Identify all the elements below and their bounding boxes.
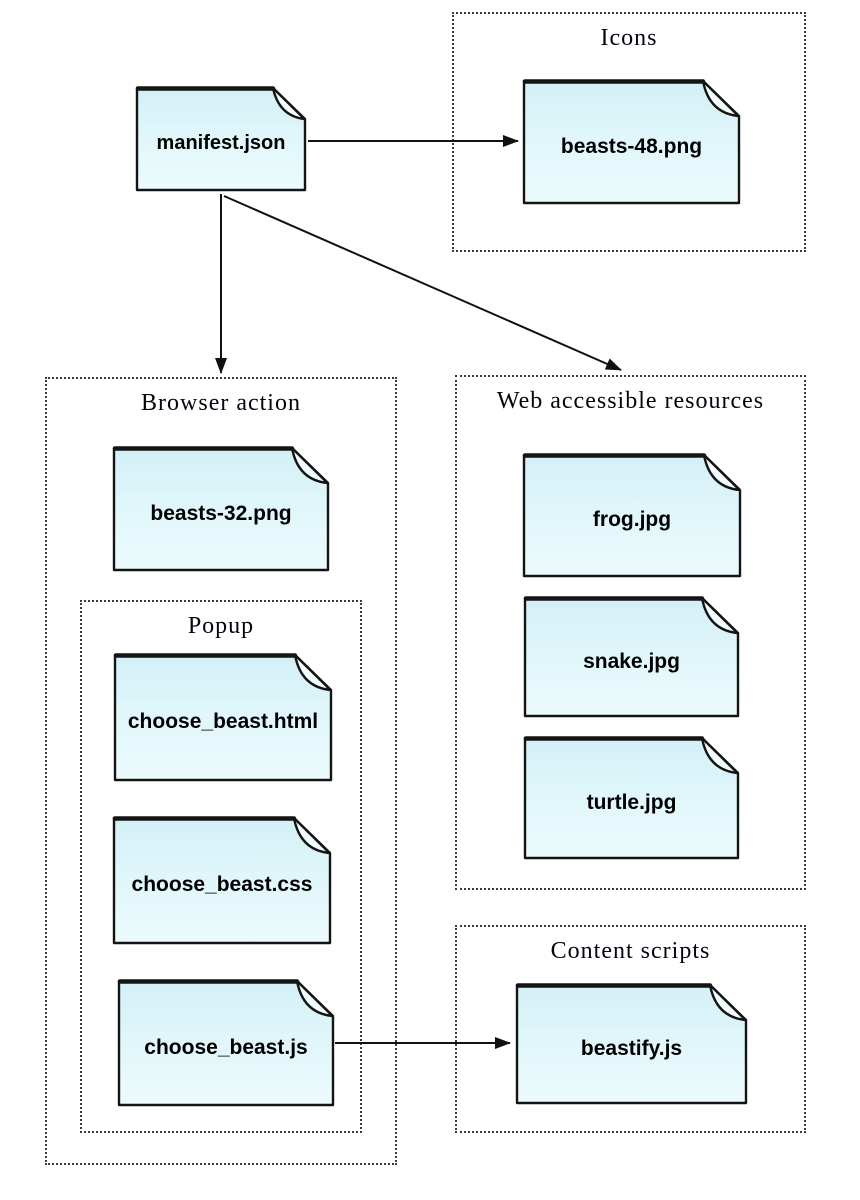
file-label-choose-beast-html: choose_beast.html: [127, 710, 319, 733]
group-web-accessible-resources: Web accessible resources: [455, 375, 806, 890]
file-label-beasts-48-png: beasts-48.png: [560, 134, 703, 158]
file-node-beastify-js: beastify.js: [515, 982, 748, 1105]
document-page-icon: [117, 979, 335, 1107]
file-node-beasts-48-png: beasts-48.png: [522, 78, 741, 205]
group-title-web-accessible-resources: Web accessible resources: [496, 388, 765, 414]
file-label-choose-beast-css: choose_beast.css: [131, 873, 313, 896]
document-page-icon: [522, 453, 742, 578]
group-title-icons: Icons: [600, 25, 658, 51]
document-page-icon: [113, 653, 333, 782]
group-icons: Icons: [452, 12, 806, 252]
file-label-manifest-json: manifest.json: [156, 132, 286, 154]
file-label-beasts-32-png: beasts-32.png: [150, 501, 292, 525]
document-page-icon: [522, 79, 741, 205]
file-node-choose-beast-js: choose_beast.js: [117, 978, 335, 1107]
document-page-icon: [112, 446, 330, 572]
document-page-icon: [523, 736, 740, 860]
document-page-icon: [112, 816, 332, 945]
file-label-snake-jpg: snake.jpg: [583, 649, 680, 673]
group-title-browser-action: Browser action: [141, 390, 301, 416]
file-node-beasts-32-png: beasts-32.png: [112, 445, 330, 572]
file-node-frog-jpg: frog.jpg: [522, 452, 742, 578]
file-label-turtle-jpg: turtle.jpg: [586, 790, 677, 814]
group-title-content-scripts: Content scripts: [550, 938, 711, 964]
document-page-icon: [515, 983, 748, 1105]
document-page-icon: [523, 596, 740, 718]
file-node-choose-beast-html: choose_beast.html: [113, 652, 333, 782]
group-browser-action: Browser action: [45, 377, 397, 1165]
file-label-frog-jpg: frog.jpg: [592, 508, 672, 531]
file-node-snake-jpg: snake.jpg: [523, 595, 740, 718]
group-title-popup: Popup: [187, 613, 255, 639]
file-label-choose-beast-js: choose_beast.js: [144, 1035, 308, 1059]
file-node-manifest-json: manifest.json: [135, 85, 307, 192]
file-node-turtle-jpg: turtle.jpg: [523, 735, 740, 860]
file-node-choose-beast-css: choose_beast.css: [112, 815, 332, 945]
group-content-scripts: Content scripts: [455, 925, 806, 1133]
document-page-icon: [135, 86, 307, 192]
group-popup: Popup: [80, 600, 362, 1133]
file-label-beastify-js: beastify.js: [580, 1036, 683, 1060]
